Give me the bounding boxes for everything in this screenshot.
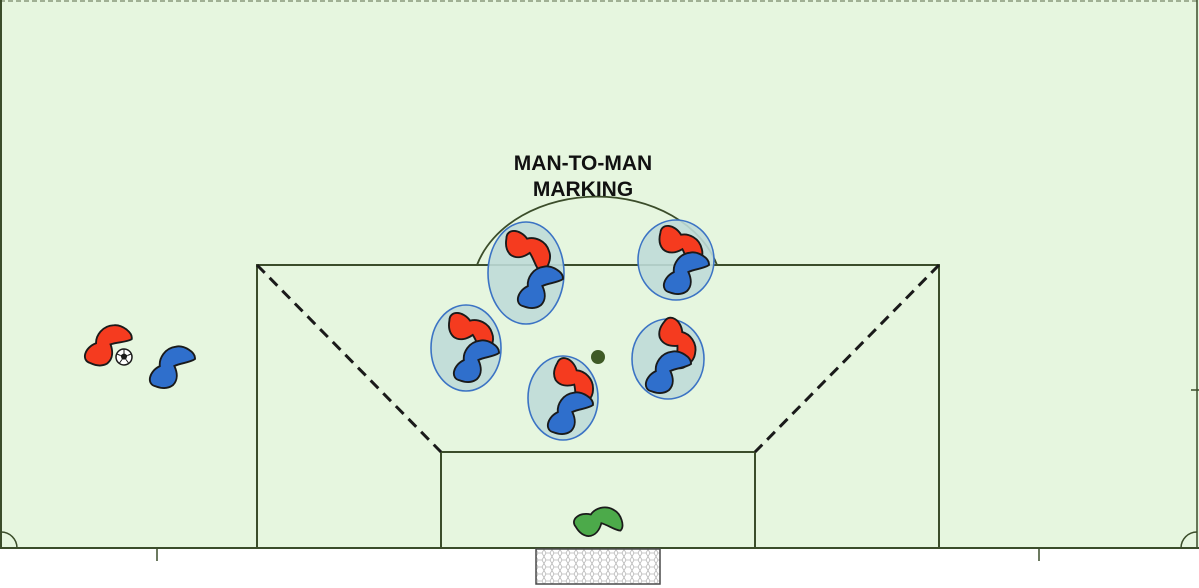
goal-net <box>535 548 661 585</box>
label-line-2: MARKING <box>533 178 633 201</box>
zone-diagonal-right <box>753 263 941 454</box>
penalty-area <box>256 264 940 548</box>
corner-arc-left <box>0 531 18 549</box>
penalty-spot <box>591 350 605 364</box>
football-icon <box>115 348 133 366</box>
label-line-1: MAN-TO-MAN <box>514 152 652 175</box>
corner-arc-right <box>1180 531 1198 549</box>
zone-diagonal-left <box>255 263 443 454</box>
goal-area <box>440 451 756 548</box>
pitch-surface <box>0 0 1199 548</box>
